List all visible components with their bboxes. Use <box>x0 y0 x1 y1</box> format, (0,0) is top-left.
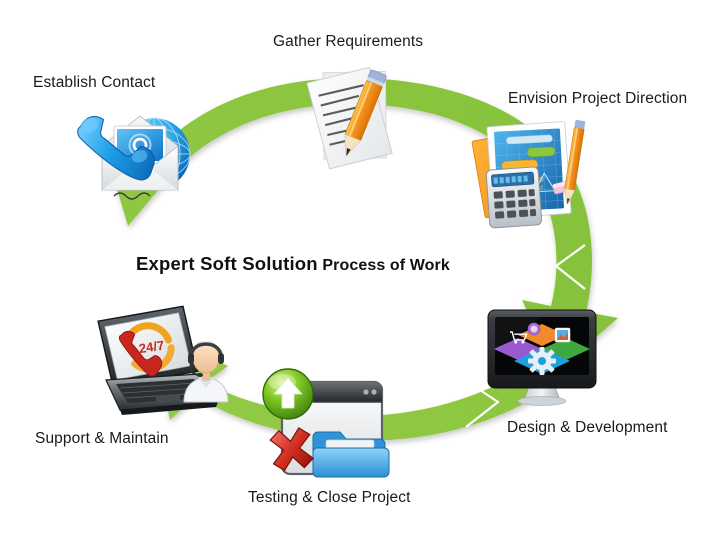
247-logo: 24/7 <box>119 322 175 377</box>
clock-icon <box>527 322 541 336</box>
pencil-icon <box>564 119 586 205</box>
isometric-tiles <box>494 322 590 375</box>
close-badge-icon <box>269 427 315 472</box>
center-title: Expert Soft Solution Process of Work <box>136 253 450 274</box>
support-agent-icon <box>183 341 229 403</box>
arc-chevron-separators <box>207 157 586 290</box>
svg-text:24/7: 24/7 <box>138 338 165 356</box>
icon-support-maintain: 24/7 <box>84 305 234 424</box>
lower-arc-band <box>150 332 552 441</box>
step-label-design-development: Design & Development <box>507 419 668 436</box>
step-label-testing-close: Testing & Close Project <box>248 489 411 506</box>
step-label-support-maintain: Support & Maintain <box>35 430 169 447</box>
process-subtitle: Process of Work <box>317 257 450 274</box>
laptop-icon: 24/7 <box>97 305 199 387</box>
step-label-gather-requirements: Gather Requirements <box>273 33 424 50</box>
icon-gather-requirements <box>296 62 406 182</box>
picture-icon <box>554 327 571 343</box>
upload-badge-icon <box>262 368 314 420</box>
shopping-cart-icon <box>510 331 528 344</box>
step-label-establish-contact: Establish Contact <box>33 74 156 91</box>
brand-name: Expert Soft Solution <box>136 253 318 274</box>
folder-icon <box>312 431 390 478</box>
pencil-icon <box>344 69 387 157</box>
gear-icon <box>528 347 556 375</box>
icon-testing-close <box>252 362 392 484</box>
calculator-icon <box>485 166 543 229</box>
icon-envision-project: 105÷30 = 3m² <box>468 112 598 230</box>
step-label-envision-project: Envision Project Direction <box>508 90 688 107</box>
lower-arc-chevron-separators <box>465 381 500 428</box>
icon-design-development <box>482 302 602 412</box>
headset-icon <box>188 342 224 377</box>
icon-establish-contact <box>62 92 207 212</box>
phone-cord <box>113 192 151 200</box>
phone-handset-icon <box>77 116 155 181</box>
